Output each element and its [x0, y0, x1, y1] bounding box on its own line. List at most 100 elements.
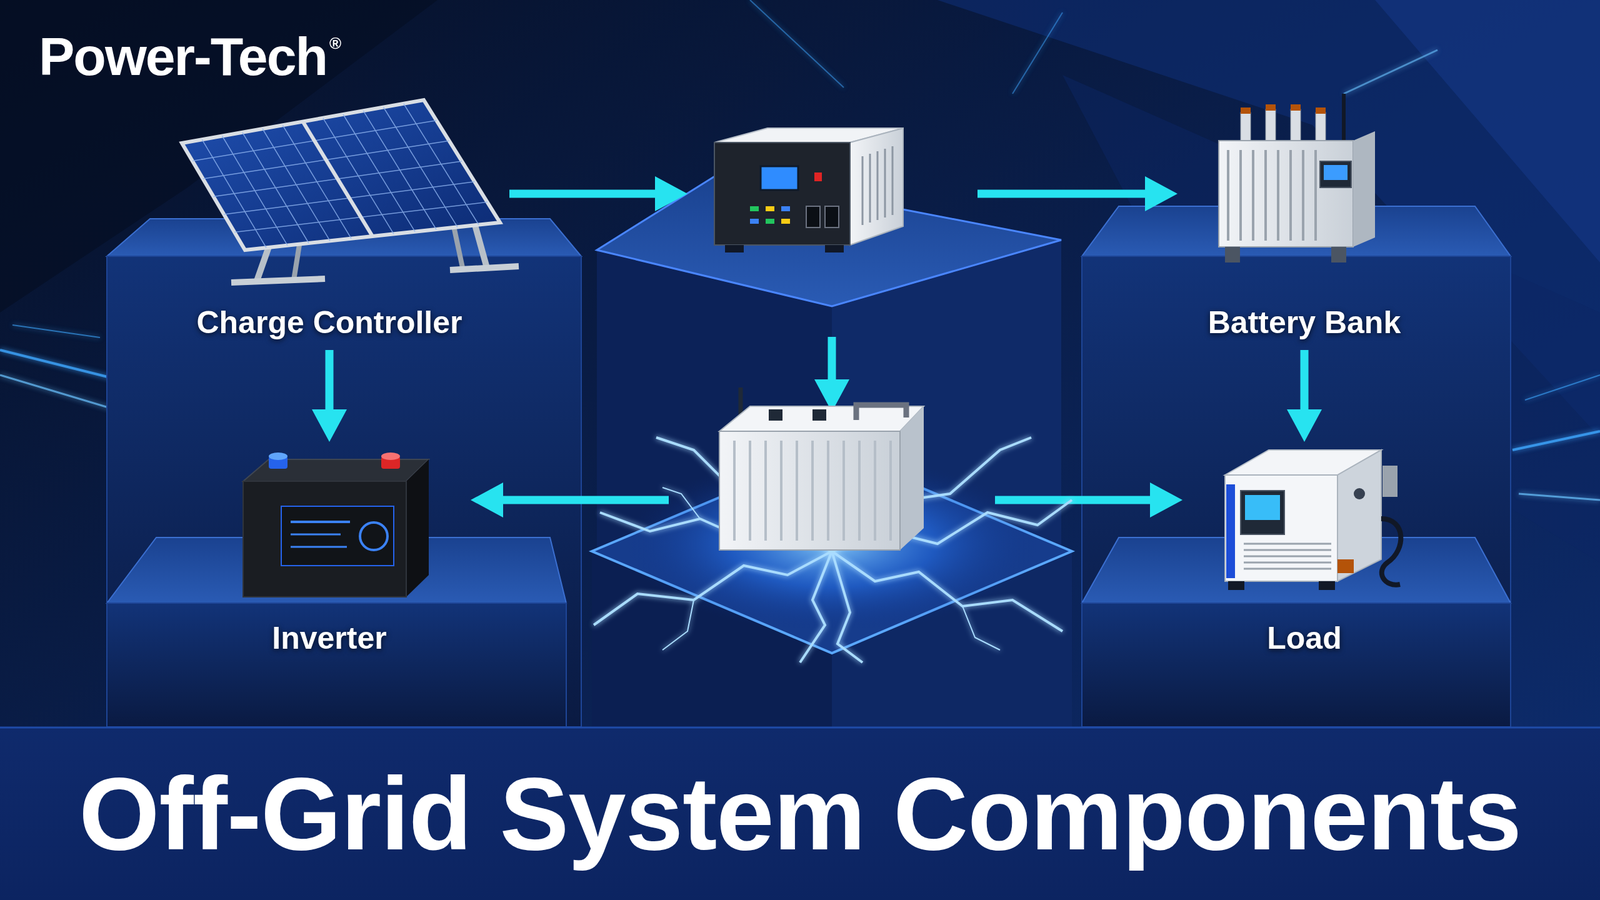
transformer-icon [1228, 150, 1316, 241]
title-band [0, 726, 1600, 900]
flow-arrow [1300, 350, 1309, 411]
transformer-icon [1353, 131, 1375, 247]
solar-panel-icon [475, 225, 488, 270]
white-battery-icon [795, 440, 799, 541]
transformer-icon [1331, 246, 1347, 263]
transformer-icon [1240, 112, 1251, 141]
light-streaks [1518, 493, 1600, 500]
load-device-icon [1225, 475, 1338, 582]
transformer-icon [1218, 140, 1354, 247]
load-device-icon [1243, 543, 1332, 545]
controller-box-icon [714, 142, 850, 245]
solar-panel-icon [181, 100, 500, 250]
transformer-icon [1218, 93, 1375, 263]
white-battery-icon [900, 406, 924, 550]
lightning [800, 551, 832, 663]
pedestals [106, 173, 1511, 727]
load-device-icon [1243, 549, 1332, 552]
transformer-icon [1225, 246, 1240, 263]
controller-box-icon [861, 156, 864, 225]
white-battery-icon [856, 405, 907, 420]
lightning [662, 487, 700, 519]
load-device-icon [1318, 581, 1335, 590]
controller-box-icon [725, 245, 744, 253]
lightning [831, 551, 1063, 632]
solar-panel-icon [192, 103, 488, 248]
transformer-icon [1240, 107, 1251, 114]
controller-box-icon [781, 218, 790, 224]
component-label: Load [1266, 619, 1342, 657]
layout-arrows [828, 336, 837, 381]
load-device-icon [1381, 518, 1401, 585]
transformer-icon [1265, 109, 1276, 141]
controller-box-icon [781, 206, 790, 212]
white-battery-icon [889, 440, 892, 541]
controller-box-icon [806, 206, 820, 228]
controller-box-icon [869, 153, 872, 223]
load-device-icon [1243, 555, 1332, 558]
solar-panel-icon [181, 100, 519, 283]
transformer-icon [1301, 150, 1305, 241]
controller-box-icon [760, 166, 799, 190]
light-streaks [1512, 431, 1600, 450]
transformer-icon [1276, 150, 1280, 241]
component-pedestal: Load [1191, 440, 1417, 666]
load-device-icon [1228, 581, 1245, 590]
component-label: Inverter [271, 619, 387, 657]
black-battery-icon [290, 520, 350, 524]
solar-panel-icon [303, 121, 374, 237]
controller-box-icon [814, 172, 822, 182]
white-battery-icon [734, 440, 891, 541]
component-pedestal: Charge Controller [154, 87, 505, 350]
pedestals [1081, 256, 1511, 727]
controller-box-icon [884, 148, 887, 218]
black-battery-icon [281, 506, 394, 566]
white-battery-icon [858, 440, 861, 541]
light-streaks [1343, 50, 1438, 94]
black-battery-icon [243, 481, 407, 597]
transformer-icon [1320, 161, 1352, 188]
load-device-icon [1243, 568, 1332, 570]
controller-box-icon [765, 218, 775, 224]
controller-box-icon [876, 151, 879, 220]
controller-box-icon [714, 128, 904, 253]
white-battery-icon [733, 440, 736, 541]
controller-box-icon [750, 206, 759, 212]
registered-mark: ® [329, 33, 342, 53]
title-band [0, 726, 1600, 900]
controller-box-icon [862, 146, 893, 225]
black-battery-icon [243, 452, 429, 597]
controller-box-icon [850, 128, 904, 245]
black-battery-icon [381, 452, 400, 460]
white-battery-icon [719, 387, 924, 550]
light-streaks [1012, 12, 1063, 94]
flow-arrow [325, 350, 334, 411]
lightning [962, 606, 1000, 650]
white-battery-icon [873, 440, 877, 541]
light-streaks [1525, 375, 1600, 400]
black-battery-icon [360, 522, 388, 550]
black-battery-icon [290, 546, 347, 549]
white-battery-icon [719, 431, 900, 550]
controller-box-icon [891, 146, 894, 215]
brand-logo: Power-Tech® [38, 25, 342, 88]
lightning [831, 551, 863, 663]
layout-arrows [509, 190, 657, 199]
white-battery-icon [811, 440, 814, 541]
white-battery-icon [748, 440, 752, 541]
pedestals [106, 603, 567, 727]
load-device-icon [1353, 488, 1365, 500]
white-battery-icon [842, 440, 845, 541]
black-battery-icon [268, 452, 288, 460]
component-pedestal: Battery Bank [1129, 87, 1480, 350]
transformer-icon [1264, 150, 1267, 241]
controller-box-icon [825, 206, 839, 228]
page-title: Off-Grid System Components [0, 726, 1600, 900]
black-battery-icon [290, 533, 341, 536]
component-pedestal: Inverter [216, 440, 442, 666]
transformer-icon [1341, 93, 1346, 141]
white-battery-icon [764, 440, 767, 541]
white-battery-icon [768, 409, 783, 421]
